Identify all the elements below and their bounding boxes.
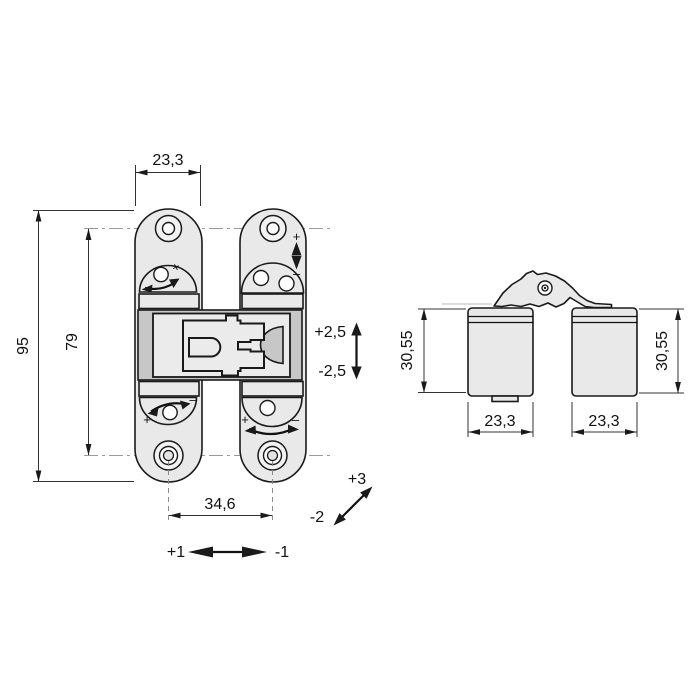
adjust-hole-top-right-2	[278, 275, 295, 292]
side-view: 30,55 30,55 23,3 23,3	[399, 270, 684, 437]
dim-hole-pitch-horizontal: 34,6	[168, 461, 273, 521]
body-notch	[491, 395, 519, 403]
adj-vertical-plus-label: +2,5	[314, 324, 346, 341]
arrow-up-icon	[351, 322, 362, 336]
rotation-adjust-icon-bottom-left: + –	[143, 392, 197, 427]
adj-lateral-plus-label: +1	[167, 544, 185, 561]
flange-strip-bottom-left	[138, 380, 200, 397]
adj-depth-minus-label: -2	[310, 509, 324, 526]
vertical-adjust-icon: + –	[291, 229, 302, 281]
arrow-down-left-icon	[333, 513, 346, 526]
arrow-left-icon	[188, 546, 213, 558]
arrow-right-icon	[242, 546, 267, 558]
dim-body-width-left: 23,3	[467, 402, 534, 437]
dim-body-height-right: 30,55	[639, 308, 684, 394]
dim-label-30-55-right: 30,55	[654, 331, 671, 371]
dim-label-23-3-right: 23,3	[588, 413, 619, 430]
swing-adjust-icon-bottom-right: + –	[241, 412, 300, 436]
mechanism-link	[182, 314, 265, 377]
adjustment-vertical-range: +2,5 -2,5	[314, 322, 362, 380]
linkage-arm	[493, 270, 613, 309]
minus-sign: –	[292, 412, 300, 427]
plus-sign: +	[143, 412, 151, 427]
adjust-hole-top-left	[153, 266, 169, 283]
hinge-mechanism	[137, 309, 303, 381]
adj-lateral-minus-label: -1	[275, 544, 289, 561]
dim-body-height-left: 30,55	[399, 308, 466, 393]
plus-sign: +	[241, 412, 249, 427]
adjustment-lateral-range: +1 -1	[167, 544, 289, 561]
dim-total-height: 95	[15, 210, 134, 482]
mechanism-cam-cutout	[259, 325, 284, 365]
dim-label-95: 95	[15, 337, 32, 355]
dim-body-width-right: 23,3	[571, 402, 638, 437]
adjust-hole-bottom-right	[259, 399, 276, 417]
dim-width-top: 23,3	[135, 152, 201, 206]
body-block-left	[467, 307, 534, 403]
adjustment-depth-range: +3 -2	[310, 471, 373, 526]
adjust-hole-bottom-left	[162, 404, 178, 421]
flange-strip-bottom-right	[241, 380, 304, 397]
dim-hole-pitch-vertical: 79	[64, 228, 92, 456]
minus-sign: –	[293, 266, 301, 281]
dim-label-23-3-left: 23,3	[484, 413, 515, 430]
arrow-down-icon	[351, 366, 362, 380]
arrow-up-right-icon	[360, 486, 373, 499]
mechanism-slot	[188, 337, 222, 358]
adj-vertical-minus-label: -2,5	[318, 363, 346, 380]
dim-label-23-3-top: 23,3	[152, 152, 183, 169]
dim-label-34-6: 34,6	[204, 496, 235, 513]
adjust-hole-top-right-1	[252, 269, 270, 287]
front-view: 95 79 23,3	[15, 152, 373, 561]
adj-depth-plus-label: +3	[348, 471, 366, 488]
dim-label-79: 79	[64, 333, 81, 351]
dim-label-30-55-left: 30,55	[399, 330, 416, 370]
flange-strip-top-left	[138, 293, 200, 310]
flange-strip-top-right	[241, 293, 304, 310]
body-block-right	[571, 307, 638, 397]
minus-sign: –	[189, 392, 197, 407]
plus-sign: +	[293, 229, 301, 244]
